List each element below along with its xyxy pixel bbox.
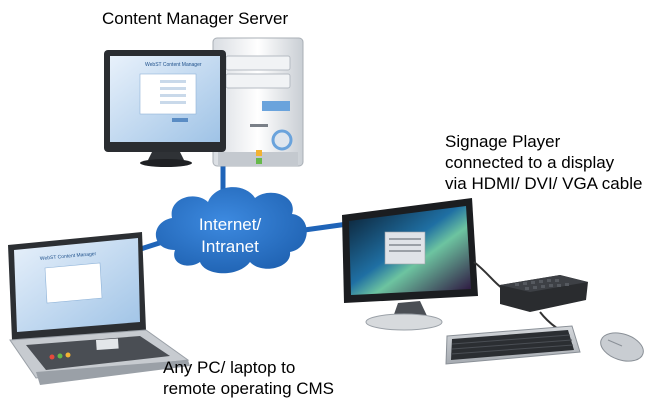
laptop-computer: WebST Content Manager — [8, 232, 190, 385]
laptop-screen-logo: WebST Content Manager — [40, 251, 97, 262]
server-caption: Content Manager Server — [102, 9, 289, 28]
internet-cloud: Internet/ Intranet — [155, 187, 307, 274]
display-monitor-icon — [342, 198, 478, 331]
keyboard-icon — [445, 325, 581, 365]
laptop-icon: WebST Content Manager — [8, 232, 190, 385]
server-computer: WebST Content Manager — [104, 37, 304, 167]
tower-case-icon — [212, 37, 304, 167]
cloud-label-line-2: Intranet — [201, 237, 259, 256]
laptop-caption-line-2: remote operating CMS — [163, 379, 335, 398]
player-caption-line-2: connected to a display — [445, 153, 615, 172]
player-caption: Signage Player connected to a display vi… — [445, 131, 642, 194]
power-button-icon — [271, 129, 293, 151]
player-caption-line-3: via HDMI/ DVI/ VGA cable — [445, 174, 643, 193]
laptop-caption: Any PC/ laptop to remote operating CMS — [163, 357, 334, 399]
media-player-box-icon — [500, 275, 588, 312]
cloud-label-line-1: Internet/ — [199, 215, 262, 234]
mouse-icon — [600, 332, 644, 362]
server-monitor-icon: WebST Content Manager — [104, 50, 226, 167]
signage-player — [342, 198, 644, 365]
player-caption-line-1: Signage Player — [445, 132, 561, 151]
laptop-caption-line-1: Any PC/ laptop to — [163, 358, 296, 377]
server-screen-logo: WebST Content Manager — [145, 62, 202, 68]
